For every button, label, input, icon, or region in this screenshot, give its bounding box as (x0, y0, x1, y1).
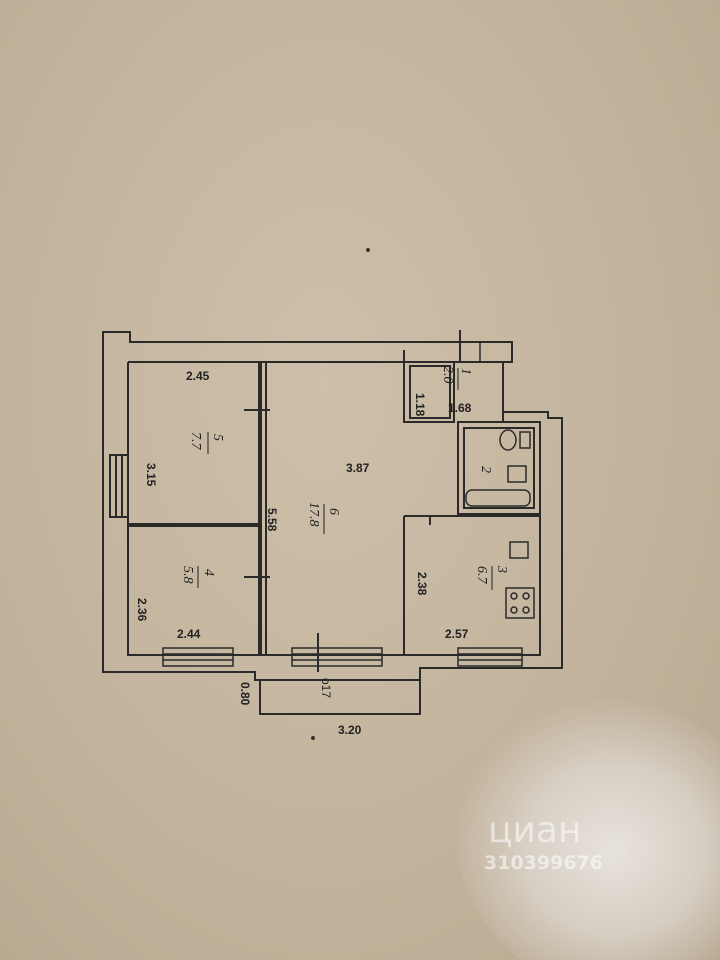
outer-wall-top (102, 331, 563, 681)
room-number: 2 (478, 466, 493, 473)
balcony (259, 679, 421, 715)
room-2-label: 2 (478, 466, 493, 473)
sink-icon (507, 465, 527, 483)
dim-room1-height: 1.18 (413, 393, 427, 417)
ink-dot (311, 736, 315, 740)
room-area: 5.8 (180, 566, 195, 584)
room-area: 17.8 (306, 502, 321, 527)
dim-room3-left: 2.38 (415, 572, 429, 596)
dim-bottom-room4: 2.44 (177, 627, 201, 641)
room-1-label: 1 2.0 (440, 366, 473, 390)
room-number: 6 (326, 508, 341, 515)
dim-center-room6: 3.87 (346, 461, 370, 475)
bottom-windows (162, 341, 523, 667)
balcony-label: o17 (319, 678, 333, 698)
room-5-label: 5 7.7 (188, 432, 225, 454)
room-4-label: 4 5.8 (180, 566, 216, 588)
room-number: 3 (494, 565, 509, 573)
watermark-word: циан (488, 810, 582, 851)
ink-dot (366, 248, 370, 252)
room2-box (457, 421, 541, 515)
toilet-icon (499, 429, 517, 451)
dim-room1-width: 1.68 (448, 401, 472, 415)
room-number: 1 (458, 368, 473, 375)
room-area: 6.7 (474, 566, 489, 585)
light-glare (455, 700, 720, 960)
dim-left-room5: 3.15 (144, 463, 158, 487)
stove-icon (505, 587, 535, 619)
dim-balcony-depth: 0.80 (238, 682, 252, 706)
dim-top-room5: 2.45 (186, 369, 210, 383)
dim-balcony-width: 3.20 (338, 723, 362, 737)
fixtures (465, 429, 535, 619)
dim-vertical-room6: 5.58 (265, 508, 279, 532)
dim-room3-bottom: 2.57 (445, 627, 469, 641)
watermark-listing-id: 310399676 (484, 852, 603, 874)
room-3-label: 3 6.7 (474, 565, 509, 590)
room-area: 7.7 (188, 432, 203, 451)
room-number: 5 (210, 434, 225, 441)
left-window (109, 454, 129, 518)
room-6-label: 6 17.8 (306, 502, 341, 534)
room-area: 2.0 (440, 366, 455, 384)
kitchen-sink-icon (509, 541, 529, 559)
room1-box (403, 361, 455, 423)
room3-walls (403, 515, 541, 655)
bathtub-icon (465, 489, 531, 507)
dim-left-room4: 2.36 (135, 598, 149, 622)
room-number: 4 (201, 569, 216, 576)
